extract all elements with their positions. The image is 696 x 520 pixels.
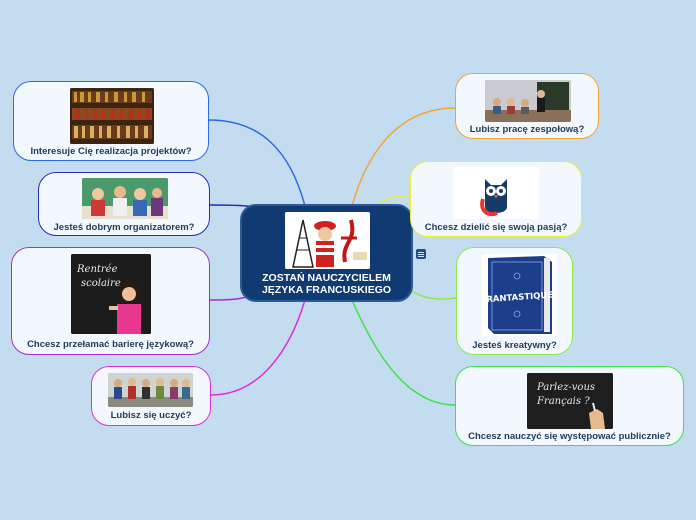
- frantastique-book-image: FRANTASTIQUE: [482, 254, 557, 336]
- central-title: ZOSTAŃ NAUCZYCIELEM JĘZYKA FRANCUSKIEGO: [242, 272, 411, 296]
- connector-teamwork: [351, 107, 456, 207]
- francais-text: Français ?: [536, 396, 590, 407]
- topic-public-speaking-label: Chcesz nauczyć się występować publicznie…: [468, 431, 671, 442]
- parlez-vous-francais-chalkboard-image: Parlez-vous Français ?: [527, 373, 613, 429]
- topic-learning-label: Lubisz się uczyć?: [110, 410, 192, 421]
- topic-language-barrier[interactable]: Rentrée scolaire Chcesz przełamać barier…: [11, 247, 210, 355]
- parlez-vous-text: Parlez-vous: [536, 382, 595, 393]
- topic-passion-label: Chcesz dzielić się swoją pasją?: [424, 222, 568, 233]
- topic-passion[interactable]: Chcesz dzielić się swoją pasją?: [410, 161, 582, 237]
- connector-learning: [210, 299, 306, 396]
- central-title-line1: ZOSTAŃ NAUCZYCIELEM: [262, 272, 391, 284]
- connector-projects: [208, 119, 306, 207]
- students-sitting-image: [108, 373, 193, 407]
- notes-icon[interactable]: [416, 249, 426, 259]
- topic-teamwork-label: Lubisz pracę zespołową?: [469, 124, 585, 135]
- bookshelf-image: [70, 88, 154, 144]
- topic-language-barrier-label: Chcesz przełamać barierę językową?: [27, 339, 194, 350]
- topic-public-speaking[interactable]: Parlez-vous Français ? Chcesz nauczyć si…: [455, 366, 684, 446]
- connector-public-speaking: [351, 299, 456, 406]
- central-french-image: [285, 212, 370, 269]
- central-topic[interactable]: ZOSTAŃ NAUCZYCIELEM JĘZYKA FRANCUSKIEGO: [240, 204, 413, 302]
- topic-learning[interactable]: Lubisz się uczyć?: [91, 366, 211, 426]
- rentree-text: Rentrée: [76, 264, 118, 275]
- scolaire-text: scolaire: [81, 278, 121, 289]
- rentree-scolaire-chalkboard-image: Rentrée scolaire: [71, 254, 151, 334]
- topic-projects-label: Interesuje Cię realizacja projektów?: [30, 146, 192, 157]
- topic-creative[interactable]: FRANTASTIQUE Jesteś kreatywny?: [456, 247, 573, 355]
- topic-organizer-label: Jesteś dobrym organizatorem?: [53, 222, 195, 233]
- topic-teamwork[interactable]: Lubisz pracę zespołową?: [455, 73, 599, 139]
- classroom-image: [485, 80, 571, 122]
- students-group-image: [82, 178, 168, 219]
- connector-creative: [409, 289, 457, 300]
- owl-image: [453, 167, 539, 219]
- central-title-line2: JĘZYKA FRANCUSKIEGO: [261, 284, 392, 296]
- topic-projects[interactable]: Interesuje Cię realizacja projektów?: [13, 81, 209, 161]
- topic-creative-label: Jesteś kreatywny?: [472, 340, 557, 351]
- topic-organizer[interactable]: Jesteś dobrym organizatorem?: [38, 172, 210, 236]
